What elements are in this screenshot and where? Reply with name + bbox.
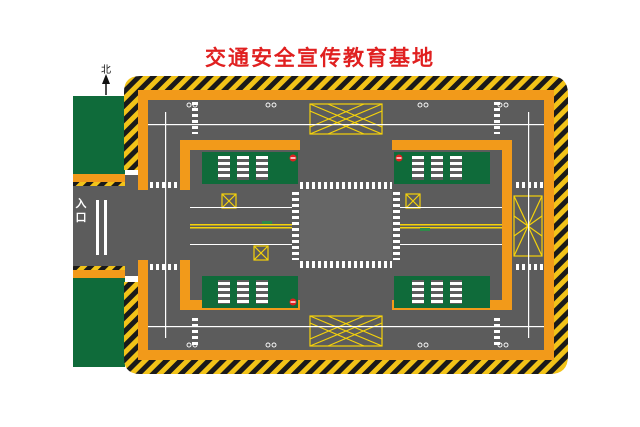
entrance-label: 入口 [75,197,87,224]
green-block-ne [394,152,490,184]
green-block-sw [202,276,298,308]
no-entry-sign-icon [289,154,403,306]
grass-area-south [73,277,125,367]
page-title: 交通安全宣传教育基地 [205,46,435,70]
no-parking-grid-icon [221,103,543,347]
crosswalks [148,102,544,348]
entrance-road [73,174,138,278]
lane-markings [148,112,544,338]
bike-lane-marker [262,221,430,231]
grass-area-north [73,96,125,174]
north-arrow-icon [102,74,110,95]
south-connector-road [300,290,392,310]
green-block-se [394,276,490,308]
central-intersection [300,190,392,260]
west-connector-road [138,190,190,260]
green-block-nw [202,152,298,184]
north-label: 北 [101,65,111,76]
bicycle-icon [186,102,509,348]
north-connector-road [300,140,392,160]
